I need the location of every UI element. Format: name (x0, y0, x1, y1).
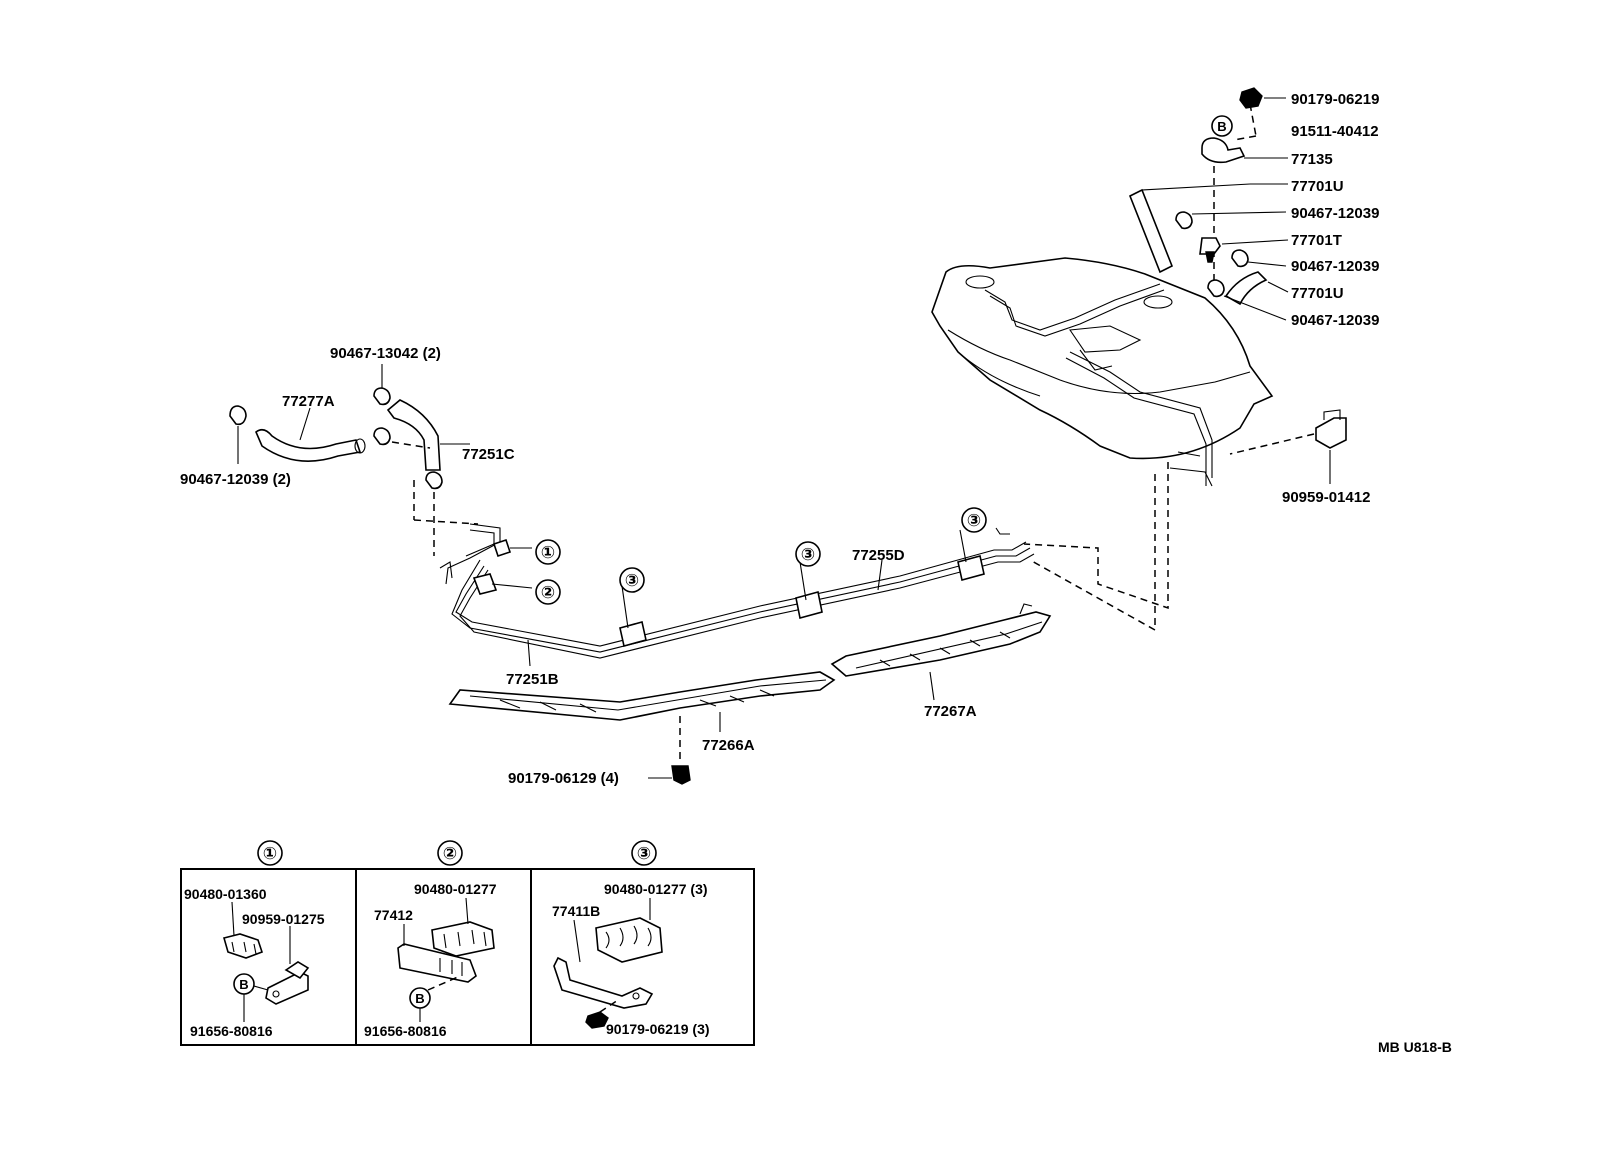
part-labels: 90179-06219 91511-40412 77135 77701U 904… (180, 91, 1379, 787)
label-77701U-top: 77701U (1291, 178, 1344, 195)
label-90467-13042: 90467-13042 (2) (330, 345, 441, 362)
b-marker-box2: B (415, 991, 424, 1006)
b-marker-bolt: B (1217, 119, 1226, 134)
fuel-lines-77251B-77255D (439, 523, 1035, 667)
callout-3-c: ③ (961, 507, 987, 533)
box2-part-b: 77412 (374, 907, 413, 923)
label-77277A: 77277A (282, 393, 335, 410)
svg-text:③: ③ (967, 511, 981, 531)
label-77266A: 77266A (702, 737, 755, 754)
label-77255D: 77255D (852, 547, 905, 564)
b-marker-box1: B (239, 977, 248, 992)
callout-1-main: ① (535, 539, 561, 565)
detail-box-2-title: ② (443, 844, 457, 864)
detail-box-2: ② 90480-01277 77412 91656-80816 B (364, 840, 497, 1039)
svg-text:③: ③ (801, 545, 815, 565)
box2-part-a: 90480-01277 (414, 881, 497, 897)
svg-text:②: ② (541, 583, 555, 603)
box2-part-c: 91656-80816 (364, 1023, 447, 1039)
label-77701U-bottom: 77701U (1291, 285, 1344, 302)
box3-part-b: 77411B (552, 903, 600, 919)
label-90959-01412: 90959-01412 (1282, 489, 1370, 506)
callout-3-a: ③ (619, 567, 645, 593)
left-hoses (229, 364, 479, 556)
label-90179-06129: 90179-06129 (4) (508, 770, 619, 787)
label-90467-12039-c: 90467-12039 (1291, 312, 1379, 329)
box3-part-c: 90179-06219 (3) (606, 1021, 710, 1037)
detail-boxes: ① 90480-01360 90959-01275 91656-80816 B … (180, 840, 755, 1046)
svg-text:③: ③ (625, 571, 639, 591)
detail-box-3-title: ③ (637, 844, 651, 864)
box1-part-c: 91656-80816 (190, 1023, 273, 1039)
label-77135: 77135 (1291, 151, 1333, 168)
svg-text:①: ① (541, 543, 555, 563)
detail-box-3: ③ 90480-01277 (3) 77411B 90179-06219 (3) (552, 840, 710, 1037)
label-90467-12039-a: 90467-12039 (1291, 205, 1379, 222)
callout-3-b: ③ (795, 541, 821, 567)
box1-part-b: 90959-01275 (242, 911, 325, 927)
figure-code: MB U818-B (1378, 1039, 1452, 1055)
label-90467-12039-b: 90467-12039 (1291, 258, 1379, 275)
detail-box-1-title: ① (263, 844, 277, 864)
protector-rails-77266A-77267A (448, 603, 1052, 785)
label-91511-40412: 91511-40412 (1291, 123, 1379, 140)
label-90179-06219: 90179-06219 (1291, 91, 1379, 108)
fuel-tank (931, 257, 1274, 487)
label-77701T: 77701T (1291, 232, 1342, 249)
label-77251C: 77251C (462, 446, 515, 463)
vent-parts-top-right: B (1128, 87, 1289, 321)
callouts: ① ② ③ ③ ③ (535, 507, 987, 605)
bracket-90959-01412 (1229, 409, 1347, 484)
detail-box-1: ① 90480-01360 90959-01275 91656-80816 B (184, 840, 325, 1039)
box3-part-a: 90480-01277 (3) (604, 881, 708, 897)
label-90467-12039-2: 90467-12039 (2) (180, 471, 291, 488)
callout-2-main: ② (535, 579, 561, 605)
label-77251B: 77251B (506, 671, 559, 688)
label-77267A: 77267A (924, 703, 977, 720)
box1-part-a: 90480-01360 (184, 886, 267, 902)
